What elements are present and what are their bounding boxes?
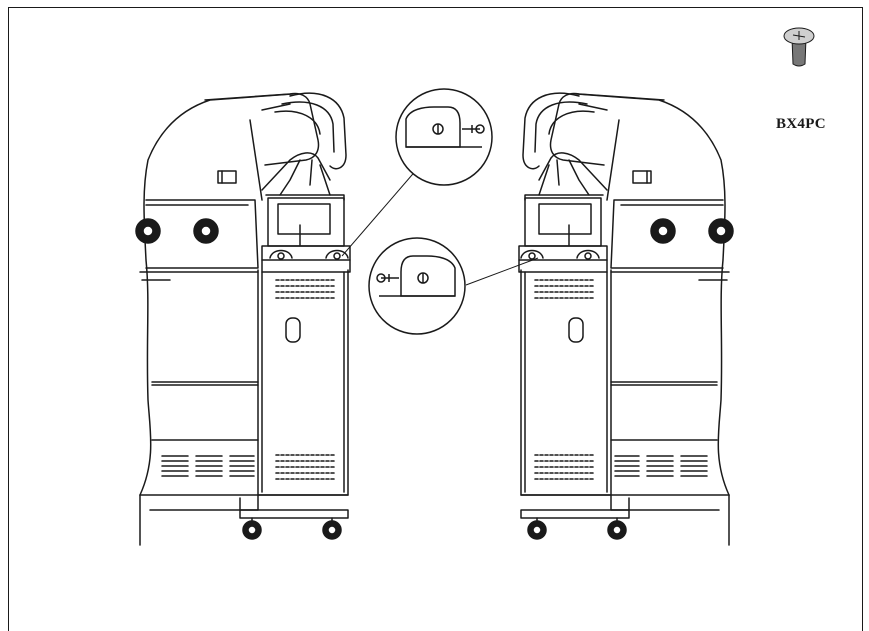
diagram-frame xyxy=(8,7,863,631)
part-code-label: BX4PC xyxy=(776,116,826,132)
detail-callout-upper xyxy=(395,88,493,186)
screw-icon xyxy=(783,27,815,67)
detail-callout-lower xyxy=(368,237,466,335)
leader-line-lower xyxy=(466,258,538,285)
leader-line-upper xyxy=(342,168,418,256)
grill-right-view xyxy=(518,92,734,546)
grill-left-view xyxy=(135,92,351,546)
